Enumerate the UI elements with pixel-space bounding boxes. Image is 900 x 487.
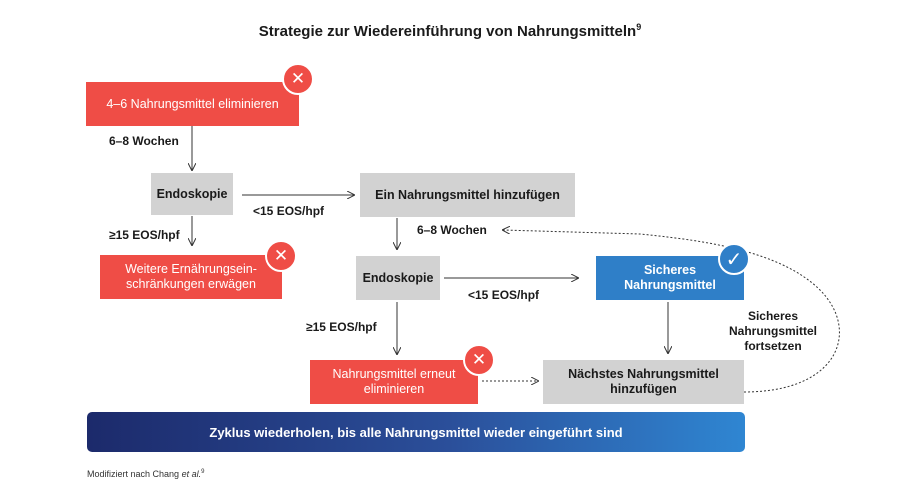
label-continue-safe-food: Sicheres Nahrungsmittel fortsetzen xyxy=(728,309,817,353)
label-ge15-2: ≥15 EOS/hpf xyxy=(306,320,377,334)
re-eliminate-box: Nahrungsmittel erneut eliminieren xyxy=(310,360,478,404)
further-restrictions-box: Weitere Ernährungsein-schränkungen erwäg… xyxy=(100,255,282,299)
x-icon: ✕ xyxy=(265,240,297,272)
cycle-curve xyxy=(503,230,840,393)
label-ge15-1: ≥15 EOS/hpf xyxy=(109,228,180,242)
label-weeks-2: 6–8 Wochen xyxy=(417,223,487,237)
page-title: Strategie zur Wiedereinführung von Nahru… xyxy=(258,22,642,40)
title-superscript: 9 xyxy=(636,22,642,32)
endoscopy-box-2: Endoskopie xyxy=(356,256,440,300)
repeat-cycle-banner: Zyklus wiederholen, bis alle Nahrungsmit… xyxy=(87,412,745,452)
eliminate-foods-box: 4–6 Nahrungsmittel eliminieren xyxy=(86,82,299,126)
check-icon: ✓ xyxy=(718,243,750,275)
footnote: Modifiziert nach Chang et al.9 xyxy=(87,469,205,479)
label-weeks-1: 6–8 Wochen xyxy=(109,134,179,148)
endoscopy-box-1: Endoskopie xyxy=(151,173,233,215)
label-lt15-1: <15 EOS/hpf xyxy=(253,204,325,218)
x-icon: ✕ xyxy=(463,344,495,376)
next-food-box: Nächstes Nahrungsmittel hinzufügen xyxy=(543,360,744,404)
x-icon: ✕ xyxy=(282,63,314,95)
label-lt15-2: <15 EOS/hpf xyxy=(468,288,540,302)
add-one-food-box: Ein Nahrungsmittel hinzufügen xyxy=(360,173,575,217)
